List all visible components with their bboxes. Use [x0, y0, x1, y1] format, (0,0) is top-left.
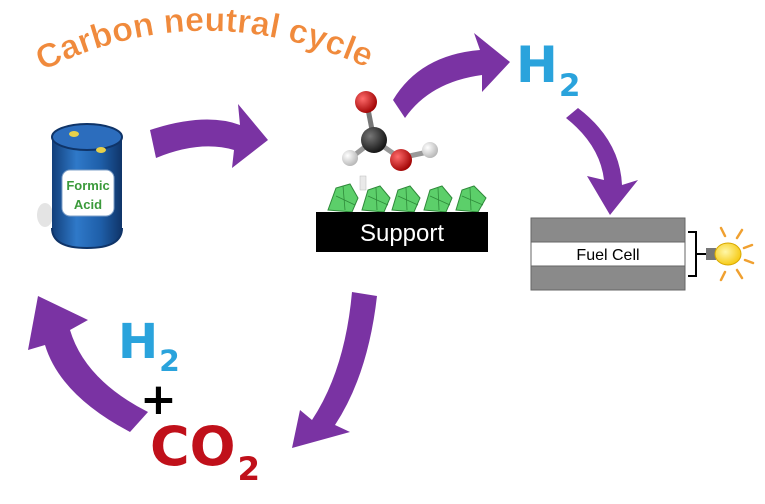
carbon-atom	[361, 127, 387, 153]
plus-sign: +	[140, 374, 177, 425]
support-label: Support	[360, 220, 444, 247]
formic-acid-molecule	[342, 91, 438, 171]
cycle-arrows	[28, 33, 638, 448]
cycle-title: Carbon neutral cycle	[30, 1, 379, 78]
hydrogen-atom	[342, 150, 358, 166]
arrow-h2-to-fuelcell	[566, 108, 638, 215]
catalyst-stand	[359, 175, 367, 191]
barrel-label-line2: Acid	[74, 197, 102, 212]
fuel-cell: Fuel Cell	[530, 217, 708, 291]
support-block: Support	[316, 212, 488, 252]
arrow-molecule-to-h2	[393, 33, 510, 118]
oxygen-atom	[390, 149, 412, 171]
hydrogen-atom	[422, 142, 438, 158]
barrel-label-panel	[61, 169, 115, 217]
arrow-support-to-co2	[292, 292, 377, 448]
h2-product-top: H2	[516, 36, 581, 104]
barrel-label-line1: Formic	[66, 178, 109, 193]
catalyst-particles	[327, 183, 487, 213]
arrow-co2-to-barrel	[28, 296, 148, 432]
lightbulb-icon	[706, 226, 755, 282]
fuel-cell-label: Fuel Cell	[576, 247, 639, 264]
arrow-barrel-to-support	[150, 104, 268, 168]
co2-product: CO2	[150, 415, 261, 488]
formic-acid-barrel: Formic Acid	[37, 123, 123, 250]
h2-product-bottom: H2	[118, 314, 180, 380]
oxygen-atom	[355, 91, 377, 113]
